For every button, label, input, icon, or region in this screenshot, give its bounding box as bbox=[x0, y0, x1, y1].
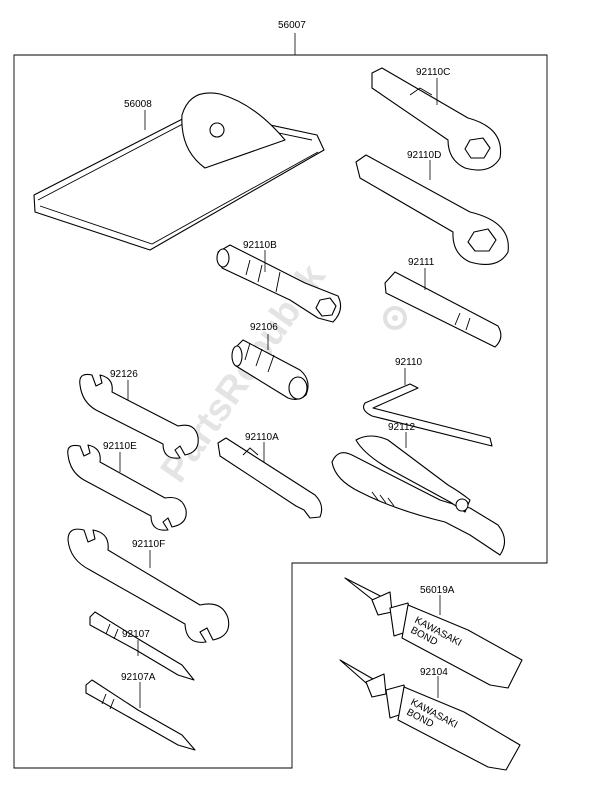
label-92110d: 92110D bbox=[407, 150, 441, 161]
open-wrench-92126: 92126 bbox=[79, 369, 199, 459]
label-92126: 92126 bbox=[110, 369, 138, 380]
pliers-92112: 92112 bbox=[331, 422, 506, 556]
screwdriver-92107: 92107 bbox=[89, 611, 195, 681]
label-92107: 92107 bbox=[122, 629, 150, 640]
open-wrench-92110e: 92110E bbox=[67, 441, 187, 531]
label-92110f: 92110F bbox=[132, 539, 165, 550]
bond-tube-92104: KAWASAKI BOND 92104 bbox=[339, 659, 521, 771]
screwdriver-92107a: 92107A bbox=[85, 672, 196, 751]
label-92110e: 92110E bbox=[103, 441, 137, 452]
label-92111: 92111 bbox=[408, 257, 435, 268]
extension-bar-92111: 92111 bbox=[384, 257, 502, 348]
spark-plug-wrench-92110b: 92110B bbox=[216, 240, 342, 323]
box-wrench-92110c: 92110C bbox=[371, 67, 502, 171]
label-92110c: 92110C bbox=[416, 67, 450, 78]
label-92106: 92106 bbox=[250, 322, 278, 333]
label-92110b: 92110B bbox=[243, 240, 277, 251]
assembly-frame: 56007 bbox=[13, 20, 548, 769]
bond-tube-56019a: KAWASAKI BOND 56019A bbox=[344, 577, 523, 689]
label-92104: 92104 bbox=[420, 667, 448, 678]
open-wrench-92110f: 92110F bbox=[67, 528, 230, 643]
label-56019a: 56019A bbox=[420, 585, 455, 596]
socket-92106: 92106 bbox=[231, 322, 309, 401]
hex-key-92110: 92110 bbox=[363, 357, 493, 447]
spoke-wrench-92110a: 92110A bbox=[217, 432, 323, 519]
label-92110: 92110 bbox=[395, 357, 423, 368]
label-92107a: 92107A bbox=[121, 672, 156, 683]
box-wrench-92110d: 92110D bbox=[355, 150, 509, 265]
label-92112: 92112 bbox=[388, 422, 416, 433]
assembly-label: 56007 bbox=[278, 20, 306, 31]
watermark-gear-icon bbox=[383, 306, 407, 330]
label-92110a: 92110A bbox=[245, 432, 279, 443]
tool-pouch: 56008 bbox=[33, 92, 325, 251]
label-56008: 56008 bbox=[124, 99, 152, 110]
